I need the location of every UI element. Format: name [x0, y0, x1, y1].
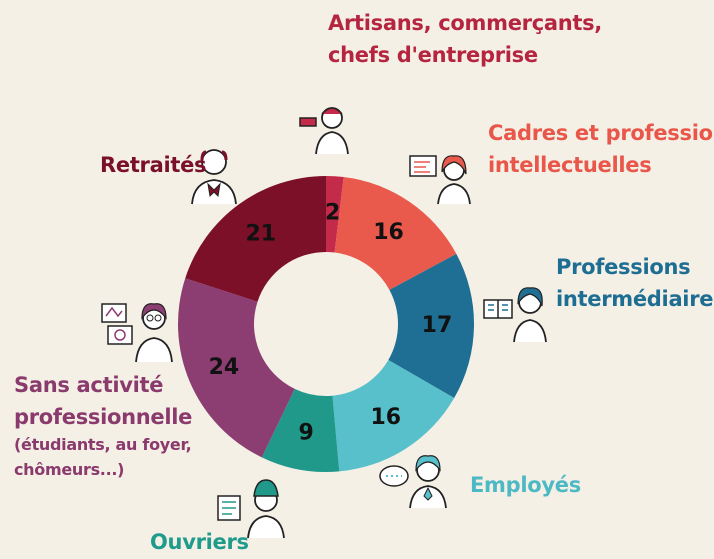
prof-intermediaire-figure-icon [483, 287, 547, 343]
slice-ouvriers [261, 388, 340, 473]
retraite-figure-icon [191, 149, 237, 205]
value-label-employes: 16 [370, 405, 401, 430]
label-artisans-line1: Artisans, commerçants, [328, 11, 602, 35]
sans-activite-figure-icon [101, 303, 173, 363]
slice-sans-activite-professionnelle-etudiants-au-foyer-chomeurs [178, 278, 295, 458]
label-artisans-line2: chefs d'entreprise [328, 42, 538, 67]
slice-cadres-et-professions-intellectuelles [334, 177, 457, 290]
value-label-cadres-et-professions-intellectuelles: 16 [373, 220, 404, 245]
label-sans-line2: professionnelle [14, 404, 193, 429]
artisan-figure-icon [299, 107, 349, 155]
ouvrier-figure-icon [217, 479, 285, 539]
label-prof-int-line2: intermédiaires [556, 286, 714, 311]
cadre-figure-icon [409, 155, 471, 205]
label-artisans: Artisans, commerçants, chefs d'entrepris… [328, 8, 602, 71]
value-label-retraites: 21 [245, 222, 276, 247]
label-cadres: Cadres et professions intellectuelles [488, 118, 714, 181]
label-sans-note-line2: chômeurs...) [14, 459, 125, 479]
label-cadres-line2: intellectuelles [488, 152, 652, 177]
label-sans-line1: Sans activité [14, 373, 164, 397]
slice-employes [332, 360, 455, 472]
slice-professions-intermediaires [388, 253, 474, 398]
label-cadres-line1: Cadres et professions [488, 121, 714, 145]
label-prof-int-line1: Professions [556, 255, 691, 279]
value-label-professions-intermediaires: 17 [422, 313, 453, 338]
label-professions-intermediaires: Professions intermédiaires [556, 252, 714, 315]
value-label-ouvriers: 9 [299, 421, 314, 446]
label-retraites-text: Retraités [100, 153, 207, 177]
employe-figure-icon [379, 455, 447, 509]
donut-slices [178, 176, 474, 473]
label-ouvriers: Ouvriers [150, 527, 249, 559]
label-employes: Employés [470, 470, 581, 502]
value-label-sans-activite-professionnelle-etudiants-au-foyer-chomeurs: 24 [209, 355, 240, 380]
slice-artisans-commercants-chefs-d-entreprise [326, 176, 344, 253]
label-retraites: Retraités [100, 150, 207, 182]
label-sans-activite: Sans activité professionnelle (étudiants… [14, 370, 192, 483]
value-label-artisans-commercants-chefs-d-entreprise: 2 [325, 201, 340, 226]
label-ouvriers-text: Ouvriers [150, 530, 249, 554]
label-sans-note-line1: (étudiants, au foyer, [14, 435, 192, 454]
label-employes-text: Employés [470, 473, 581, 497]
slice-retraites [185, 176, 326, 302]
value-labels: 2 16 17 16 9 24 21 [209, 201, 453, 446]
